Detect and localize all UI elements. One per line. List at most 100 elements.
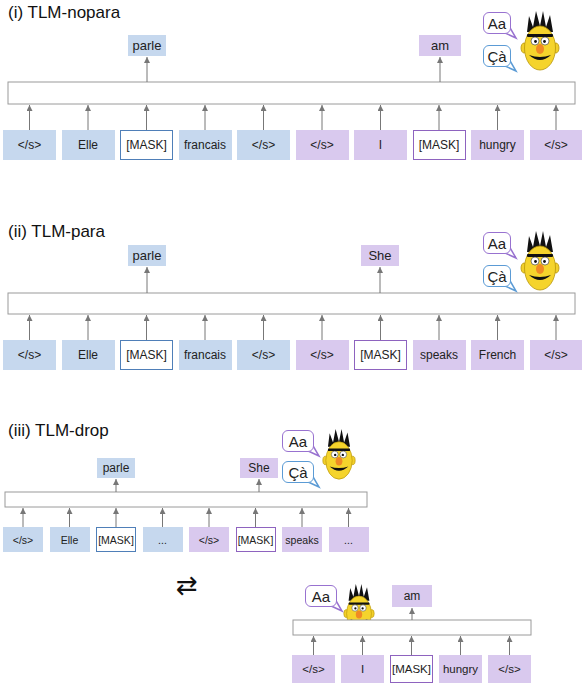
language-bubble: Aa	[305, 585, 337, 607]
token-text: </s>	[18, 138, 41, 152]
section-title: (iii) TLM-drop	[8, 421, 109, 441]
flow-arrow	[259, 479, 260, 492]
input-token: </s>	[488, 655, 531, 683]
input-token: </s>	[3, 527, 43, 552]
flow-arrow	[556, 105, 557, 130]
language-bubble: Çà	[483, 45, 511, 67]
token-text: She	[248, 461, 269, 475]
token-text: Elle	[78, 138, 98, 152]
bert-face	[323, 429, 355, 479]
flow-arrow	[209, 508, 210, 527]
output-token: am	[392, 585, 432, 607]
input-token: ...	[143, 527, 183, 552]
input-token: ...	[329, 527, 369, 552]
input-token: francais	[179, 340, 232, 370]
token-text: [MASK]	[360, 348, 401, 362]
token-text: Aa	[488, 15, 506, 32]
flow-arrow	[205, 105, 206, 130]
token-text: [MASK]	[392, 663, 431, 675]
token-text: </s>	[544, 348, 567, 362]
token-text: am	[404, 589, 421, 603]
token-text: </s>	[310, 348, 333, 362]
encoder-bar	[8, 82, 575, 104]
token-text: speaks	[285, 534, 318, 546]
flow-arrow	[439, 315, 440, 340]
flow-arrow	[88, 315, 89, 340]
input-token: </s>	[3, 130, 56, 160]
flow-arrow	[255, 508, 256, 527]
flow-arrow	[116, 479, 117, 492]
mask-token: [MASK]	[354, 340, 407, 370]
token-text: Aa	[289, 433, 307, 450]
mask-token: [MASK]	[96, 527, 136, 552]
flow-arrow	[29, 105, 30, 130]
token-text: [MASK]	[419, 138, 460, 152]
input-token: I	[341, 655, 384, 683]
input-token: </s>	[296, 340, 349, 370]
input-token: French	[471, 340, 524, 370]
flow-arrow	[302, 508, 303, 527]
flow-arrow	[556, 315, 557, 340]
token-text: hungry	[443, 663, 478, 675]
output-token: parle	[97, 458, 135, 478]
flow-arrow	[69, 508, 70, 527]
flow-arrow	[322, 315, 323, 340]
input-token: Elle	[50, 527, 90, 552]
input-token: speaks	[413, 340, 466, 370]
flow-arrow	[380, 105, 381, 130]
encoder-bar	[293, 620, 531, 635]
mask-token: [MASK]	[236, 527, 276, 552]
mask-token: [MASK]	[390, 655, 433, 683]
token-text: parle	[133, 248, 162, 263]
flow-arrow	[23, 508, 24, 527]
mask-token: [MASK]	[120, 340, 173, 370]
flow-arrow	[497, 315, 498, 340]
flow-arrow	[380, 267, 381, 293]
token-text: speaks	[420, 348, 458, 362]
bert-face	[521, 231, 559, 290]
flow-arrow	[263, 315, 264, 340]
input-token: </s>	[3, 340, 56, 370]
output-token: am	[419, 35, 461, 56]
token-text: Çà	[288, 464, 307, 481]
token-text: Çà	[487, 48, 506, 65]
input-token: </s>	[237, 130, 290, 160]
swap-symbol: ⇄	[176, 570, 198, 601]
input-token: </s>	[296, 130, 349, 160]
flow-arrow	[411, 636, 412, 655]
token-text: hungry	[479, 138, 516, 152]
flow-arrow	[460, 636, 461, 655]
input-token: hungry	[471, 130, 524, 160]
output-token: parle	[128, 35, 166, 56]
flow-arrow	[147, 267, 148, 293]
token-text: parle	[103, 461, 130, 475]
flow-arrow	[362, 636, 363, 655]
flow-arrow	[412, 608, 413, 620]
token-text: francais	[184, 348, 226, 362]
flow-arrow	[205, 315, 206, 340]
token-text: [MASK]	[238, 534, 274, 546]
flow-arrow	[509, 636, 510, 655]
token-text: am	[431, 38, 449, 53]
output-token: She	[361, 245, 399, 266]
flow-arrow	[146, 105, 147, 130]
flow-arrow	[88, 105, 89, 130]
input-token: </s>	[237, 340, 290, 370]
language-bubble: Aa	[483, 232, 511, 254]
flow-arrow	[348, 508, 349, 527]
section-title: (ii) TLM-para	[8, 222, 105, 242]
input-token: francais	[179, 130, 232, 160]
input-token: </s>	[189, 527, 229, 552]
input-token: </s>	[530, 340, 582, 370]
token-text: Elle	[61, 534, 79, 546]
flow-arrow	[263, 105, 264, 130]
input-token: speaks	[282, 527, 322, 552]
input-token: Elle	[62, 130, 115, 160]
token-text: </s>	[252, 348, 275, 362]
token-text: [MASK]	[126, 348, 167, 362]
flow-arrow	[313, 636, 314, 655]
token-text: French	[479, 348, 516, 362]
token-text: </s>	[498, 663, 520, 675]
flow-arrow	[322, 105, 323, 130]
